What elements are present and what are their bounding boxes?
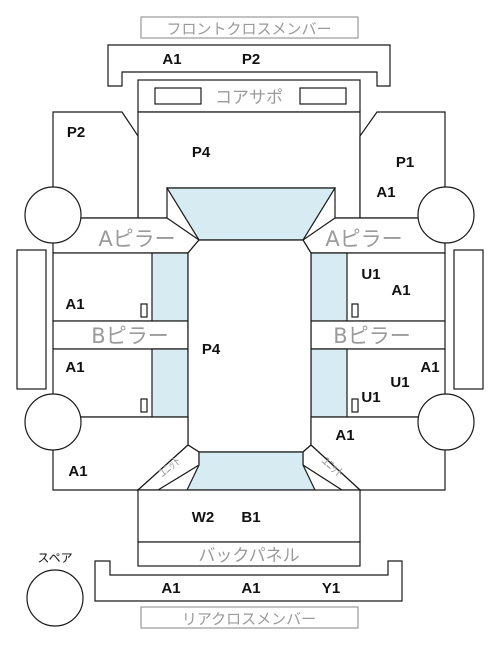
- b-pillar-left: Bピラー: [52, 320, 189, 350]
- back-panel-label: バックパネル: [198, 546, 299, 566]
- grade-hood: P4: [192, 144, 211, 161]
- grade-right-rear-door-u1b: U1: [361, 389, 380, 406]
- left-front-door-handle: [140, 303, 148, 318]
- grade-rear-1: A1: [161, 580, 180, 597]
- grade-right-rear-quarter: A1: [335, 427, 354, 444]
- spare-label: スペア: [37, 551, 72, 565]
- core-support: コアサポ: [137, 79, 361, 113]
- rear-cross-member-label: リアクロスメンバー: [182, 610, 316, 628]
- left-rear-door-handle: [140, 398, 148, 413]
- front-bumper: A1 P2: [107, 44, 391, 87]
- b-pillar-right: Bピラー: [310, 320, 446, 350]
- back-panel: バックパネル: [137, 541, 361, 567]
- grade-right-rear-door-a: A1: [420, 359, 439, 376]
- windshield: [165, 187, 337, 241]
- a-pillar-right: Aピラー: [302, 217, 446, 254]
- grade-rear-2: A1: [241, 580, 260, 597]
- left-rear-wheel: [24, 393, 82, 451]
- front-cross-member: フロントクロスメンバー: [140, 16, 359, 39]
- core-support-label: コアサポ: [215, 88, 283, 108]
- grade-front-right: P2: [242, 51, 260, 68]
- headlight-left: [154, 87, 202, 105]
- right-rear-quarter: A1: [310, 416, 446, 491]
- right-front-door-handle: [351, 303, 359, 318]
- right-rear-wheel: [417, 393, 475, 451]
- grade-trunk-w: W2: [192, 509, 215, 526]
- spare-tire: スペア: [26, 551, 84, 627]
- rear-cross-member: リアクロスメンバー: [140, 606, 359, 629]
- grade-left-front-door: A1: [65, 296, 84, 313]
- grade-right-front-door-upper: U1: [361, 266, 380, 283]
- left-front-door: A1: [52, 252, 189, 322]
- spare-wheel: [26, 569, 84, 627]
- b-pillar-left-label: Bピラー: [91, 324, 168, 348]
- grade-right-front-frame: P1: [396, 154, 414, 171]
- front-cross-member-label: フロントクロスメンバー: [166, 20, 331, 38]
- grade-right-front-door: A1: [391, 282, 410, 299]
- left-front-wheel: [24, 186, 82, 244]
- left-side-sill: [16, 249, 47, 390]
- grade-trunk-b: B1: [241, 509, 260, 526]
- b-pillar-right-label: Bピラー: [333, 324, 410, 348]
- right-front-door: U1 A1: [310, 252, 446, 322]
- grade-rear-3: Y1: [322, 580, 340, 597]
- roof: P4: [187, 239, 312, 453]
- right-side-sill: [453, 249, 484, 390]
- grade-right-front-wheelhouse: A1: [376, 184, 395, 201]
- grade-right-rear-door-u1: U1: [390, 374, 409, 391]
- a-pillar-left-label: Aピラー: [98, 227, 175, 251]
- rear-bumper: A1 A1 Y1: [94, 560, 403, 602]
- grade-left-rear-door: A1: [65, 359, 84, 376]
- grade-roof: P4: [202, 341, 221, 358]
- headlight-right: [299, 87, 347, 105]
- grade-left-front-frame: P2: [67, 124, 85, 141]
- grade-front-left: A1: [162, 51, 181, 68]
- trunk: W2 B1: [137, 489, 361, 543]
- right-rear-door-handle: [351, 398, 359, 413]
- grade-left-rear-quarter: A1: [68, 463, 87, 480]
- a-pillar-right-label: Aピラー: [325, 227, 402, 251]
- rear-window: [186, 451, 316, 491]
- right-front-wheel: [417, 186, 475, 244]
